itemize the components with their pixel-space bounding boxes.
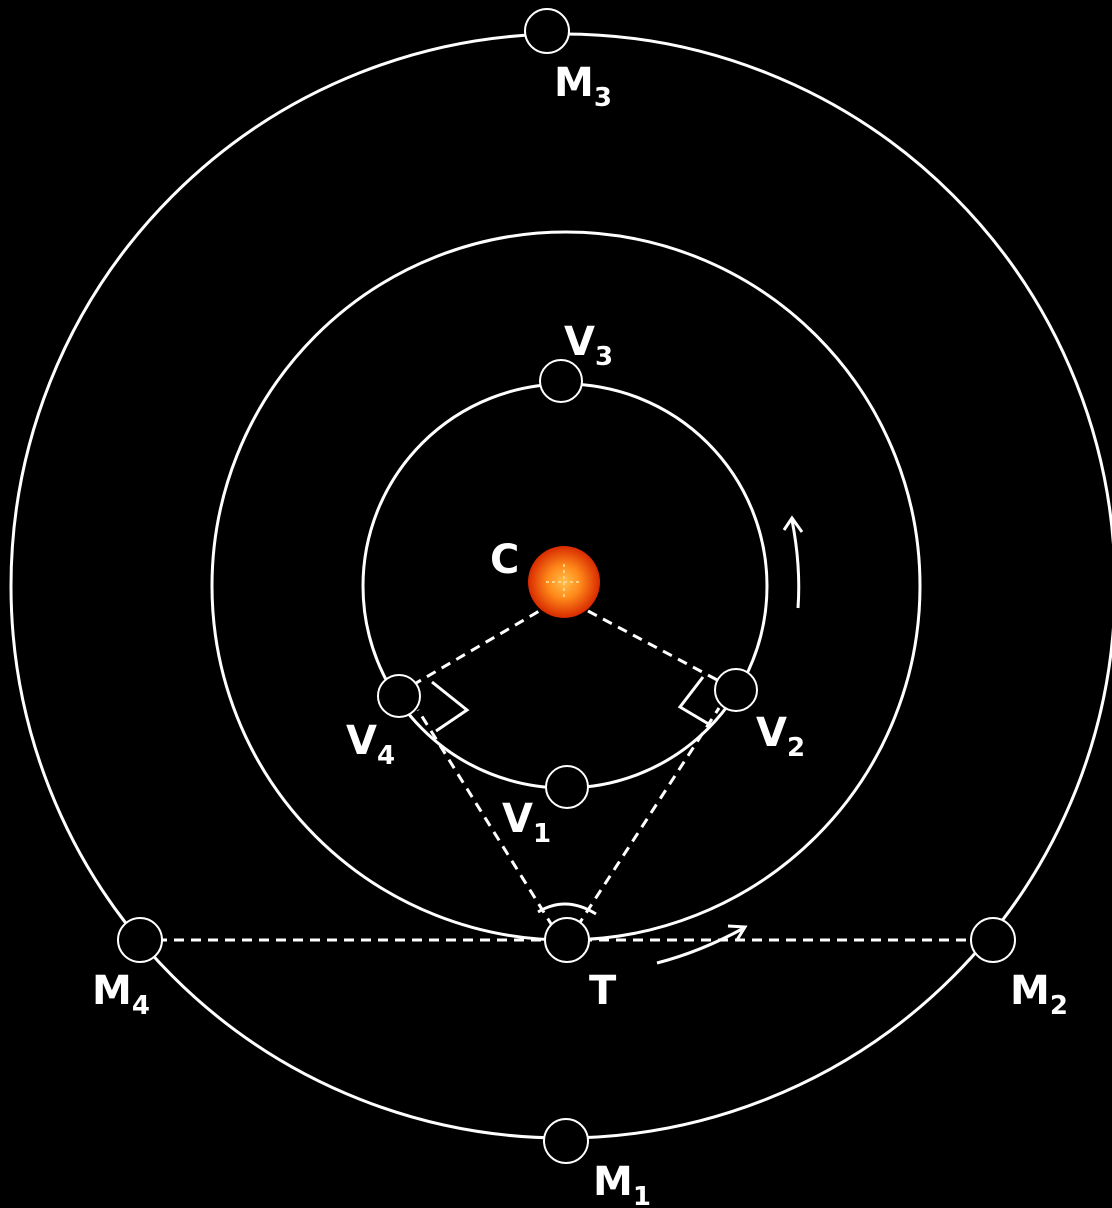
label-v1: V1: [502, 796, 551, 849]
venus-planets: [377, 359, 758, 809]
label-m3: M3: [554, 60, 612, 113]
planet-m2: [970, 917, 1016, 963]
sun-to-v4-line: [398, 601, 554, 695]
mars-planets: [117, 8, 1016, 1164]
planet-v2: [714, 668, 758, 712]
planet-v1: [545, 765, 589, 809]
label-earth: T: [589, 968, 617, 1014]
planet-m4: [117, 917, 163, 963]
angle-arc-at-earth: [537, 902, 597, 916]
sun-icon: [528, 546, 600, 618]
sun-to-v2-line: [572, 601, 737, 692]
venus-direction-arrow: [782, 515, 804, 609]
earth-direction-arrow: [656, 924, 748, 965]
label-v4: V4: [346, 718, 395, 771]
earth-to-v2-line: [575, 707, 721, 928]
label-m2: M2: [1010, 968, 1068, 1021]
label-v2: V2: [756, 710, 805, 763]
right-angle-marker-v4: [431, 680, 470, 733]
label-m4: M4: [92, 968, 150, 1021]
planet-earth: [544, 917, 590, 963]
planet-m3: [524, 8, 570, 54]
earth-to-v4-line: [416, 709, 555, 928]
right-angle-marker-v2: [677, 676, 713, 728]
label-v3: V3: [564, 319, 613, 372]
label-m1: M1: [593, 1159, 651, 1208]
label-sun: C: [490, 537, 519, 583]
planet-v4: [377, 674, 421, 718]
planet-v3: [539, 359, 583, 403]
planet-m1: [543, 1118, 589, 1164]
